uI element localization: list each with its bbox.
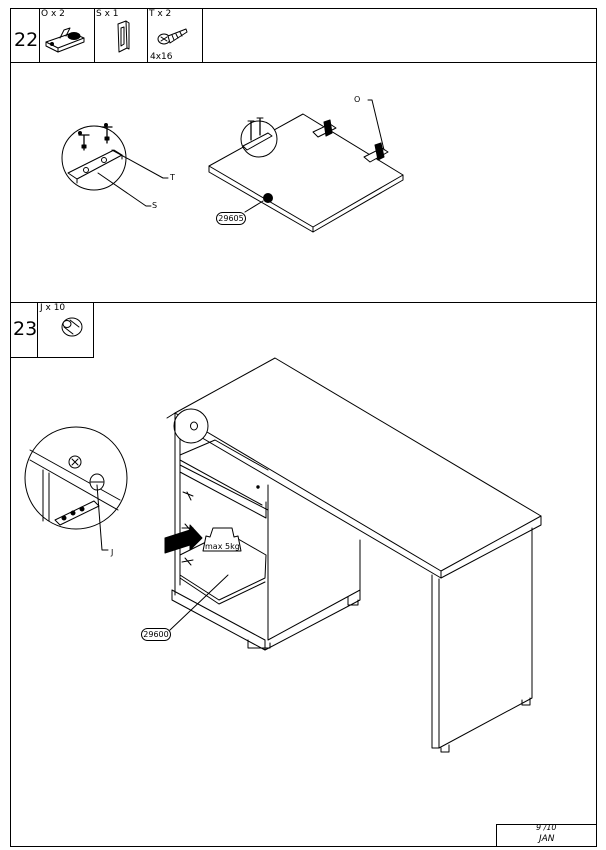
step-23-divider — [10, 302, 597, 303]
plate-detail-view — [61, 123, 169, 207]
callout-t: T — [170, 173, 175, 182]
footer-box — [496, 824, 597, 847]
part-t-size: 4x16 — [150, 52, 173, 62]
page-number: 9 /10 — [536, 823, 557, 832]
product-name: JAN — [539, 834, 555, 844]
hinge-part-icon — [45, 27, 85, 53]
part-j-box — [37, 302, 94, 358]
desk-drawing — [164, 357, 542, 753]
page-border — [10, 8, 597, 847]
screw-part-icon — [157, 28, 188, 45]
dowel-part-icon — [61, 317, 83, 337]
part-j-qty: J x 10 — [40, 303, 66, 313]
callout-j: J — [111, 548, 114, 557]
part-code-29600: 29600 — [141, 628, 171, 641]
part-t-qty: T x 2 — [149, 9, 172, 19]
part-o-qty: O x 2 — [41, 9, 65, 19]
part-code-29605: 29605 — [216, 212, 246, 225]
cam-detail-view — [24, 426, 128, 551]
load-limit-label: max 5kg — [205, 542, 240, 551]
callout-o: O — [354, 95, 361, 104]
part-s-qty: S x 1 — [96, 9, 119, 19]
clip-part-icon — [117, 20, 130, 53]
callout-s: S — [152, 201, 158, 210]
top-panel-drawing — [208, 99, 404, 233]
step-22-number: 22 — [14, 29, 39, 51]
step-22-divider — [10, 62, 597, 63]
step-23-number: 23 — [13, 318, 38, 340]
